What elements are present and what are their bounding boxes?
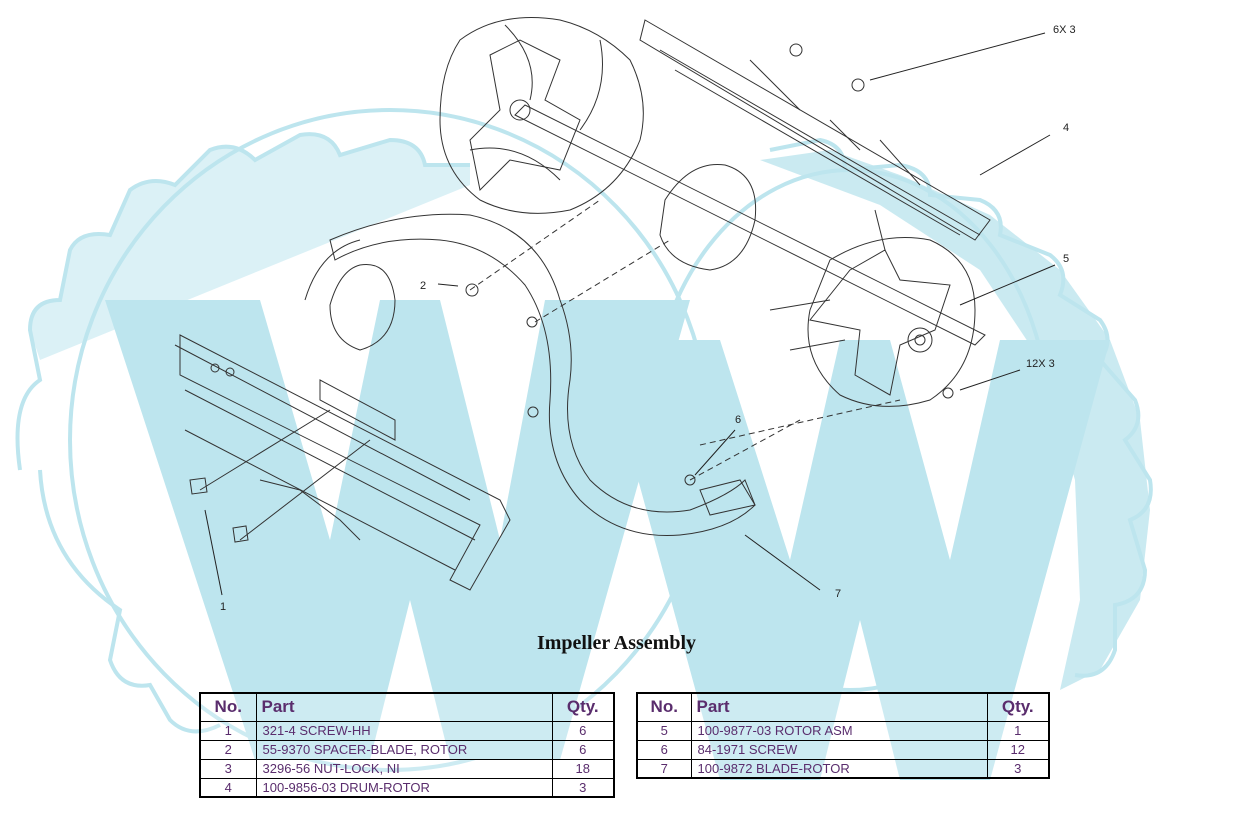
callout-label: 4: [1063, 122, 1069, 134]
part-number: 1: [199, 720, 257, 741]
column-header-qty: Qty.: [551, 692, 615, 722]
table-header-row: No. Part Qty.: [199, 692, 615, 722]
table-row: 7 100-9872 BLADE-ROTOR 3: [636, 758, 1050, 779]
front-rotor-blade: [174, 334, 511, 591]
left-rotor: [439, 17, 644, 214]
table-row: 5 100-9877-03 ROTOR ASM 1: [636, 720, 1050, 741]
part-description: 100-9856-03 DRUM-ROTOR: [255, 777, 553, 798]
table-row: 4 100-9856-03 DRUM-ROTOR 3: [199, 777, 615, 798]
column-header-no: No.: [199, 692, 257, 722]
top-rotor-blade: [639, 19, 991, 241]
column-header-no: No.: [636, 692, 692, 722]
part-quantity: 1: [986, 720, 1050, 741]
callout-label: 6X 3: [1053, 24, 1076, 36]
part-number: 4: [199, 777, 257, 798]
part-description: 55-9370 SPACER-BLADE, ROTOR: [255, 739, 553, 760]
callout-label: 5: [1063, 253, 1069, 265]
table-row: 3 3296-56 NUT-LOCK, NI 18: [199, 758, 615, 779]
part-quantity: 3: [986, 758, 1050, 779]
part-description: 84-1971 SCREW: [690, 739, 988, 760]
callout-label: 12X 3: [1026, 358, 1055, 370]
part-number: 5: [636, 720, 692, 741]
part-quantity: 6: [551, 720, 615, 741]
leader-lines: [204, 32, 1056, 596]
part-description: 3296-56 NUT-LOCK, NI: [255, 758, 553, 779]
rotor-shaft: [514, 104, 986, 346]
part-quantity: 18: [551, 758, 615, 779]
part-description: 321-4 SCREW-HH: [255, 720, 553, 741]
column-header-part: Part: [690, 692, 988, 722]
table-row: 1 321-4 SCREW-HH 6: [199, 720, 615, 741]
part-description: 100-9872 BLADE-ROTOR: [690, 758, 988, 779]
part-number: 2: [199, 739, 257, 760]
table-row: 6 84-1971 SCREW 12: [636, 739, 1050, 760]
table-header-row: No. Part Qty.: [636, 692, 1050, 722]
parts-table-right: No. Part Qty. 5 100-9877-03 ROTOR ASM 1 …: [636, 692, 1050, 779]
callout-label: 7: [835, 588, 841, 600]
table-row: 2 55-9370 SPACER-BLADE, ROTOR 6: [199, 739, 615, 760]
part-quantity: 12: [986, 739, 1050, 760]
part-number: 7: [636, 758, 692, 779]
column-header-qty: Qty.: [986, 692, 1050, 722]
part-quantity: 6: [551, 739, 615, 760]
center-disc: [659, 163, 757, 271]
right-rotor: [769, 209, 976, 407]
callout-label: 2: [420, 280, 426, 292]
rotor-drum: [304, 213, 756, 537]
callout-label: 6: [735, 414, 741, 426]
part-number: 6: [636, 739, 692, 760]
column-header-part: Part: [255, 692, 553, 722]
part-quantity: 3: [551, 777, 615, 798]
callout-label: 1: [220, 601, 226, 613]
part-number: 3: [199, 758, 257, 779]
diagram-title: Impeller Assembly: [536, 632, 697, 654]
part-description: 100-9877-03 ROTOR ASM: [690, 720, 988, 741]
parts-table-left: No. Part Qty. 1 321-4 SCREW-HH 6 2 55-93…: [199, 692, 615, 798]
hardware: [189, 43, 954, 543]
